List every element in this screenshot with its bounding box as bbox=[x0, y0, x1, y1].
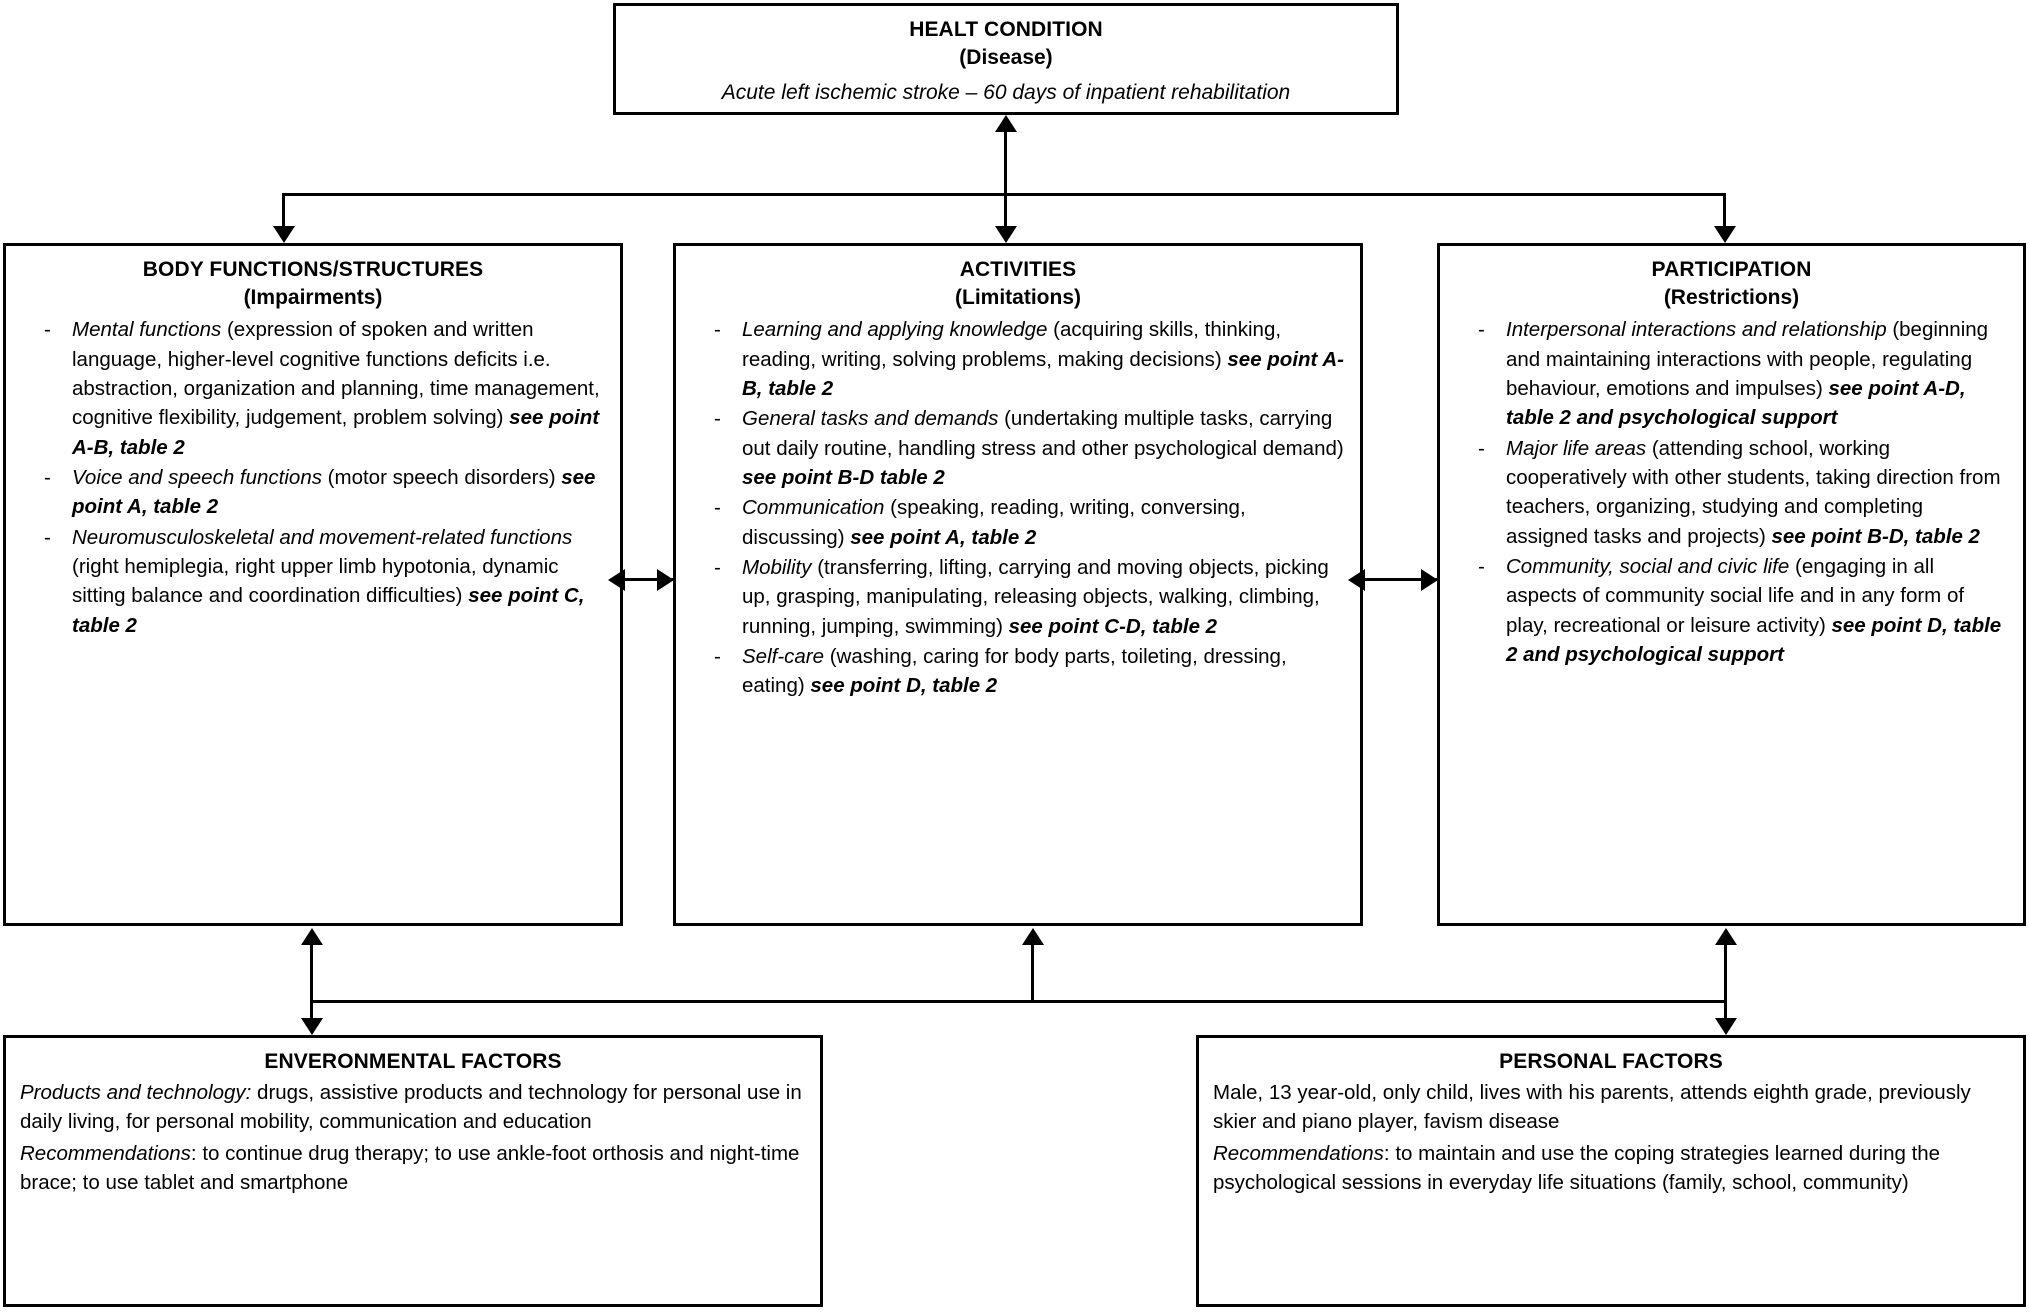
item-term: Interpersonal interactions and relations… bbox=[1506, 318, 1887, 342]
recommendations-label: Recommendations bbox=[1213, 1141, 1384, 1165]
environmental-factors-box: ENVERONMENTAL FACTORS Products and techn… bbox=[3, 1035, 823, 1307]
item-term: Major life areas bbox=[1506, 436, 1647, 460]
connector-participation-personal-line bbox=[1724, 945, 1727, 1030]
recommendations-text: : to continue drug therapy; to use ankle… bbox=[20, 1141, 800, 1195]
arrow-down-participation bbox=[1714, 226, 1736, 243]
list-item: Communication (speaking, reading, writin… bbox=[690, 493, 1346, 552]
connector-bus-to-participation-line bbox=[1723, 193, 1726, 226]
item-detail: (expression of spoken and written langua… bbox=[72, 318, 600, 430]
item-detail: (speaking, reading, writing, conversing,… bbox=[742, 496, 1246, 549]
item-detail: (undertaking multiple tasks, carrying ou… bbox=[742, 407, 1344, 460]
products-technology-label: Products and technology: bbox=[20, 1080, 252, 1104]
item-reference: see point B-D, table 2 bbox=[1771, 524, 1980, 548]
list-item: Interpersonal interactions and relations… bbox=[1454, 315, 2009, 432]
environmental-recommendations-paragraph: Recommendations: to continue drug therap… bbox=[20, 1139, 806, 1198]
list-item: General tasks and demands (undertaking m… bbox=[690, 404, 1346, 492]
item-term: Communication bbox=[742, 496, 885, 520]
list-item: Learning and applying knowledge (acquiri… bbox=[690, 315, 1346, 403]
personal-description-text: Male, 13 year-old, only child, lives wit… bbox=[1213, 1080, 1971, 1134]
list-item: Community, social and civic life (engagi… bbox=[1454, 552, 2009, 669]
connector-health-activities-line bbox=[1004, 132, 1007, 226]
item-term: General tasks and demands bbox=[742, 407, 999, 431]
list-item: Major life areas (attending school, work… bbox=[1454, 434, 2009, 551]
personal-description-paragraph: Male, 13 year-old, only child, lives wit… bbox=[1213, 1078, 2009, 1137]
products-technology-text: drugs, assistive products and technology… bbox=[20, 1080, 802, 1134]
list-item: Self-care (washing, caring for body part… bbox=[690, 642, 1346, 701]
item-reference: see point C, table 2 bbox=[72, 584, 585, 637]
health-condition-subtitle: (Disease) bbox=[959, 45, 1053, 69]
arrow-right-activities bbox=[657, 569, 674, 591]
recommendations-text: : to maintain and use the coping strateg… bbox=[1213, 1141, 1941, 1195]
item-term: Mental functions bbox=[72, 318, 222, 342]
arrow-up-body-functions-bottom bbox=[301, 928, 323, 945]
item-reference: see point A, table 2 bbox=[72, 466, 596, 519]
arrow-up-activities-bottom bbox=[1022, 928, 1044, 945]
item-term: Neuromusculoskeletal and movement-relate… bbox=[72, 525, 573, 549]
body-functions-subtitle: (Impairments) bbox=[243, 285, 383, 309]
arrow-down-personal-factors bbox=[1715, 1018, 1737, 1035]
item-term: Mobility bbox=[742, 555, 812, 579]
item-reference: see point A-B, table 2 bbox=[72, 406, 600, 459]
item-term: Learning and applying knowledge bbox=[742, 318, 1048, 342]
item-reference: see point A, table 2 bbox=[850, 525, 1037, 549]
arrow-down-environmental-factors bbox=[301, 1018, 323, 1035]
arrow-down-body-functions bbox=[273, 226, 295, 243]
arrow-up-health-condition bbox=[995, 115, 1017, 132]
item-term: Voice and speech functions bbox=[72, 466, 322, 489]
body-functions-list: Mental functions (expression of spoken a… bbox=[20, 315, 606, 639]
health-condition-box: HEALT CONDITION (Disease) Acute left isc… bbox=[613, 3, 1399, 115]
activities-subtitle: (Limitations) bbox=[955, 285, 1081, 309]
personal-recommendations-paragraph: Recommendations: to maintain and use the… bbox=[1213, 1139, 2009, 1198]
participation-title: PARTICIPATION bbox=[1651, 258, 1812, 281]
item-reference: see point A-B, table 2 bbox=[742, 347, 1344, 401]
item-term: Community, social and civic life bbox=[1506, 554, 1790, 578]
list-item: Neuromusculoskeletal and movement-relate… bbox=[20, 523, 606, 640]
personal-factors-box: PERSONAL FACTORS Male, 13 year-old, only… bbox=[1196, 1035, 2026, 1307]
item-detail: (washing, caring for body parts, toileti… bbox=[742, 644, 1287, 698]
body-functions-title: BODY FUNCTIONS/STRUCTURES bbox=[142, 258, 484, 281]
environmental-products-paragraph: Products and technology: drugs, assistiv… bbox=[20, 1078, 806, 1137]
item-reference: see point A-D, table 2 and psychological… bbox=[1506, 377, 1966, 430]
activities-list: Learning and applying knowledge (acquiri… bbox=[690, 315, 1346, 700]
item-reference: see point D, table 2 and psychological s… bbox=[1506, 613, 2002, 666]
connector-activities-participation-line bbox=[1364, 578, 1437, 581]
connector-bottom-bus bbox=[310, 1000, 1727, 1003]
health-condition-title: HEALT CONDITION bbox=[909, 18, 1103, 41]
arrow-right-participation bbox=[1421, 569, 1438, 591]
connector-body-environmental-line bbox=[310, 945, 313, 1030]
health-condition-description: Acute left ischemic stroke – 60 days of … bbox=[721, 81, 1291, 105]
participation-subtitle: (Restrictions) bbox=[1663, 285, 1800, 309]
arrow-down-activities bbox=[995, 226, 1017, 243]
recommendations-label: Recommendations bbox=[20, 1141, 191, 1165]
activities-title: ACTIVITIES bbox=[959, 258, 1077, 281]
activities-box: ACTIVITIES (Limitations) Learning and ap… bbox=[673, 243, 1363, 926]
item-detail: (attending school, working cooperatively… bbox=[1506, 436, 2001, 548]
personal-factors-title: PERSONAL FACTORS bbox=[1499, 1050, 1723, 1073]
participation-list: Interpersonal interactions and relations… bbox=[1454, 315, 2009, 669]
item-detail: (beginning and maintaining interactions … bbox=[1506, 318, 1989, 401]
item-detail: (right hemiplegia, right upper limb hypo… bbox=[72, 554, 559, 608]
connector-body-activities-line bbox=[624, 578, 673, 581]
item-detail: (transferring, lifting, carrying and mov… bbox=[742, 555, 1329, 638]
arrow-up-participation-bottom bbox=[1715, 928, 1737, 945]
item-reference: see point C-D, table 2 bbox=[1008, 614, 1218, 638]
connector-bus-to-activities-line bbox=[1031, 945, 1034, 1001]
connector-bus-to-body-functions-line bbox=[282, 193, 285, 226]
participation-box: PARTICIPATION (Restrictions) Interperson… bbox=[1437, 243, 2026, 926]
item-reference: see point D, table 2 bbox=[810, 674, 998, 698]
arrow-left-activities bbox=[1348, 569, 1365, 591]
item-reference: see point B-D table 2 bbox=[742, 466, 945, 489]
list-item: Mobility (transferring, lifting, carryin… bbox=[690, 553, 1346, 641]
connector-top-bus bbox=[282, 193, 1726, 196]
item-term: Self-care bbox=[742, 644, 825, 668]
body-functions-structures-box: BODY FUNCTIONS/STRUCTURES (Impairments) … bbox=[3, 243, 623, 926]
list-item: Voice and speech functions (motor speech… bbox=[20, 463, 606, 522]
item-detail: (motor speech disorders) bbox=[321, 466, 562, 489]
item-detail: (engaging in all aspects of community so… bbox=[1506, 554, 1965, 637]
list-item: Mental functions (expression of spoken a… bbox=[20, 315, 606, 462]
item-detail: (acquiring skills, thinking, reading, wr… bbox=[742, 318, 1282, 371]
environmental-factors-title: ENVERONMENTAL FACTORS bbox=[264, 1050, 562, 1073]
arrow-left-body-functions bbox=[608, 569, 625, 591]
